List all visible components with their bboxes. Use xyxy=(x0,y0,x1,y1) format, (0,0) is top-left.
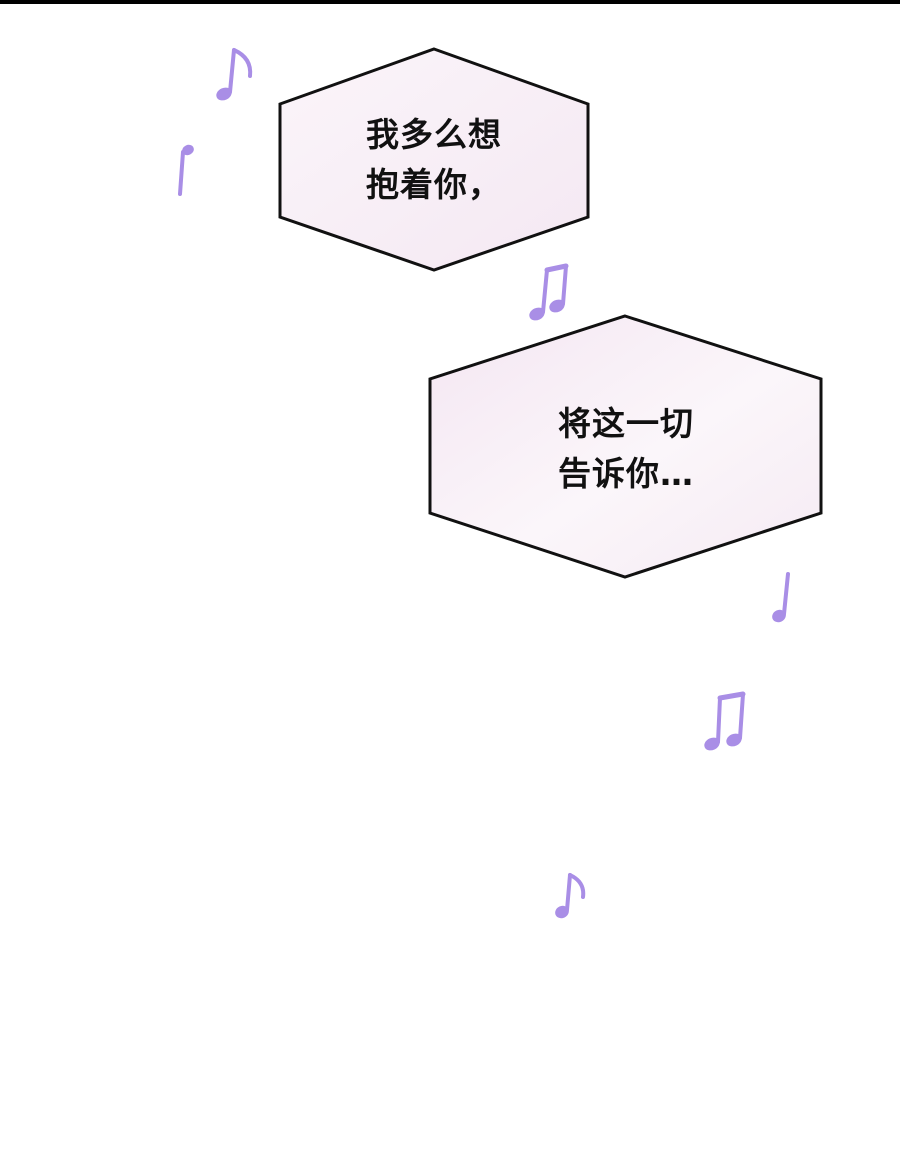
hexagon-bubble-shape xyxy=(278,47,590,272)
beamed-notes-icon xyxy=(704,691,746,751)
bubble-1-line-1: 我多么想 xyxy=(366,115,502,154)
panel-top-border xyxy=(0,0,900,4)
quarter-note-icon xyxy=(178,144,194,196)
speech-bubble-1: 我多么想 抱着你， xyxy=(278,47,590,272)
hexagon-bubble-shape xyxy=(428,314,823,579)
bubble-1-line-2: 抱着你， xyxy=(366,165,502,204)
quarter-note-icon xyxy=(772,572,790,623)
eighth-note-icon xyxy=(216,48,253,101)
bubble-2-text: 将这一切 告诉你… xyxy=(428,399,824,499)
beamed-notes-icon xyxy=(529,263,569,321)
eighth-note-icon xyxy=(555,873,586,919)
bubble-2-line-2: 告诉你… xyxy=(558,454,694,493)
bubble-2-line-1: 将这一切 xyxy=(558,404,694,443)
speech-bubble-2: 将这一切 告诉你… xyxy=(428,314,824,579)
bubble-1-text: 我多么想 抱着你， xyxy=(278,110,590,210)
